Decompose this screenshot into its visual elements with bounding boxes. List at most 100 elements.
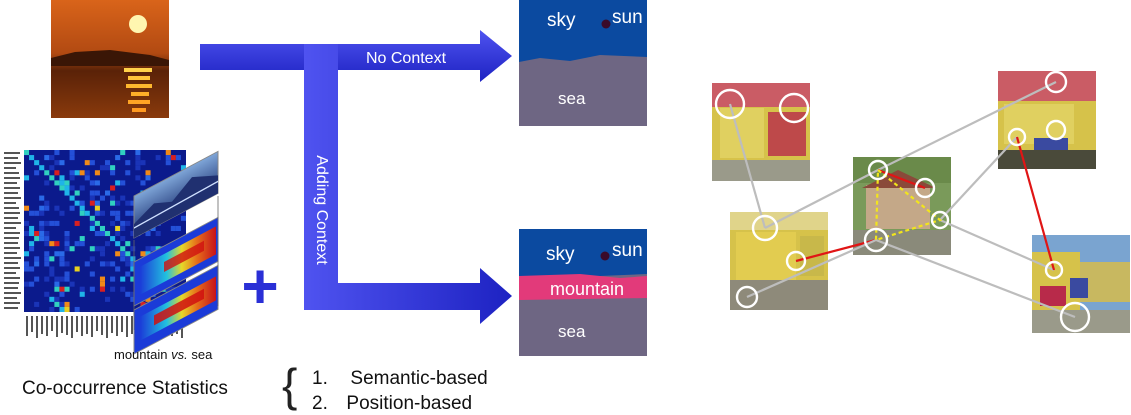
matrix-cell	[54, 150, 60, 156]
matrix-cell	[110, 210, 116, 216]
matrix-cell	[64, 261, 70, 267]
matrix-cell	[170, 155, 176, 161]
seg-bottom-sky: sky	[546, 244, 575, 265]
matrix-cell	[74, 200, 80, 206]
matrix-cell	[24, 220, 30, 226]
matrix-cell	[120, 276, 126, 282]
matrix-cell	[94, 220, 100, 226]
matrix-cell	[49, 256, 55, 262]
graph-image-mid-left	[730, 212, 828, 310]
matrix-cell	[110, 220, 116, 226]
matrix-cell	[54, 296, 60, 302]
matrix-cell	[99, 261, 105, 267]
seg-bottom-sun: sun	[612, 240, 643, 261]
matrix-cell	[140, 180, 146, 186]
matrix-cell	[59, 210, 65, 216]
matrix-cell	[84, 261, 90, 267]
matrix-cell	[165, 155, 171, 161]
matrix-cell	[44, 251, 50, 257]
matrix-cell	[49, 271, 55, 277]
matrix-cell	[69, 205, 75, 211]
matrix-cell	[54, 286, 60, 292]
matrix-cell	[130, 231, 136, 237]
context-graph	[712, 70, 1130, 333]
matrix-cell	[74, 190, 80, 196]
matrix-cell	[125, 200, 131, 206]
matrix-cell	[130, 261, 136, 267]
caption-vs: vs.	[171, 347, 188, 362]
graph-node	[930, 210, 950, 230]
matrix-cell	[135, 160, 141, 166]
matrix-cell	[29, 225, 35, 231]
matrix-cell	[110, 261, 116, 267]
stats-item-label: Position-based	[346, 393, 473, 414]
graph-node	[751, 214, 779, 242]
matrix-cell	[39, 236, 45, 242]
matrix-cell	[130, 291, 136, 297]
matrix-cell	[34, 210, 40, 216]
matrix-cell	[54, 251, 60, 257]
matrix-cell	[34, 236, 40, 242]
adding-context-label: Adding Context	[313, 155, 330, 265]
matrix-cell	[89, 220, 95, 226]
caption-suffix: sea	[191, 347, 213, 362]
matrix-cell	[130, 256, 136, 262]
matrix-cell	[49, 241, 55, 247]
matrix-cell	[99, 210, 105, 216]
matrix-cell	[89, 200, 95, 206]
matrix-cell	[105, 160, 111, 166]
matrix-cell	[135, 150, 141, 156]
matrix-cell	[39, 210, 45, 216]
matrix-cell	[64, 246, 70, 252]
matrix-cell	[120, 236, 126, 242]
matrix-cell	[29, 281, 35, 287]
matrix-cell	[44, 236, 50, 242]
matrix-cell	[105, 241, 111, 247]
matrix-cell	[59, 175, 65, 181]
matrix-cell	[110, 286, 116, 292]
matrix-cell	[49, 296, 55, 302]
matrix-cell	[69, 246, 75, 252]
matrix-cell	[54, 160, 60, 166]
matrix-cell	[140, 301, 146, 307]
segmentation-no-context: sky sun sea	[519, 0, 647, 126]
matrix-cell	[99, 225, 105, 231]
matrix-cell	[84, 175, 90, 181]
matrix-cell	[69, 195, 75, 201]
graph-nodes	[714, 70, 1091, 333]
plus-symbol: +	[241, 250, 278, 322]
matrix-cell	[39, 165, 45, 171]
matrix-cell	[29, 241, 35, 247]
matrix-cell	[24, 261, 30, 267]
stats-item-number: 2.	[312, 393, 328, 414]
matrix-cell	[29, 266, 35, 272]
matrix-cell	[94, 180, 100, 186]
matrix-cell	[120, 251, 126, 257]
matrix-cell	[79, 291, 85, 297]
matrix-cell	[110, 195, 116, 201]
matrix-cell	[99, 195, 105, 201]
matrix-cell	[130, 210, 136, 216]
matrix-cell	[74, 241, 80, 247]
matrix-cell	[115, 155, 121, 161]
seg-top-sea: sea	[558, 89, 586, 108]
matrix-cell	[110, 170, 116, 176]
matrix-cell	[44, 261, 50, 267]
matrix-cell	[34, 231, 40, 237]
matrix-cell	[44, 231, 50, 237]
matrix-cell	[140, 251, 146, 257]
graph-image-top-left	[712, 83, 810, 181]
matrix-cell	[29, 246, 35, 252]
matrix-cell	[44, 205, 50, 211]
matrix-cell	[94, 246, 100, 252]
matrix-cell	[79, 170, 85, 176]
matrix-cell	[89, 256, 95, 262]
matrix-cell	[120, 150, 126, 156]
position-map-stack	[133, 150, 219, 355]
seg-top-sun: sun	[612, 7, 643, 28]
matrix-cell	[24, 281, 30, 287]
matrix-cell	[64, 190, 70, 196]
stats-brace: {	[282, 359, 298, 411]
matrix-cell	[54, 281, 60, 287]
matrix-cell	[89, 190, 95, 196]
